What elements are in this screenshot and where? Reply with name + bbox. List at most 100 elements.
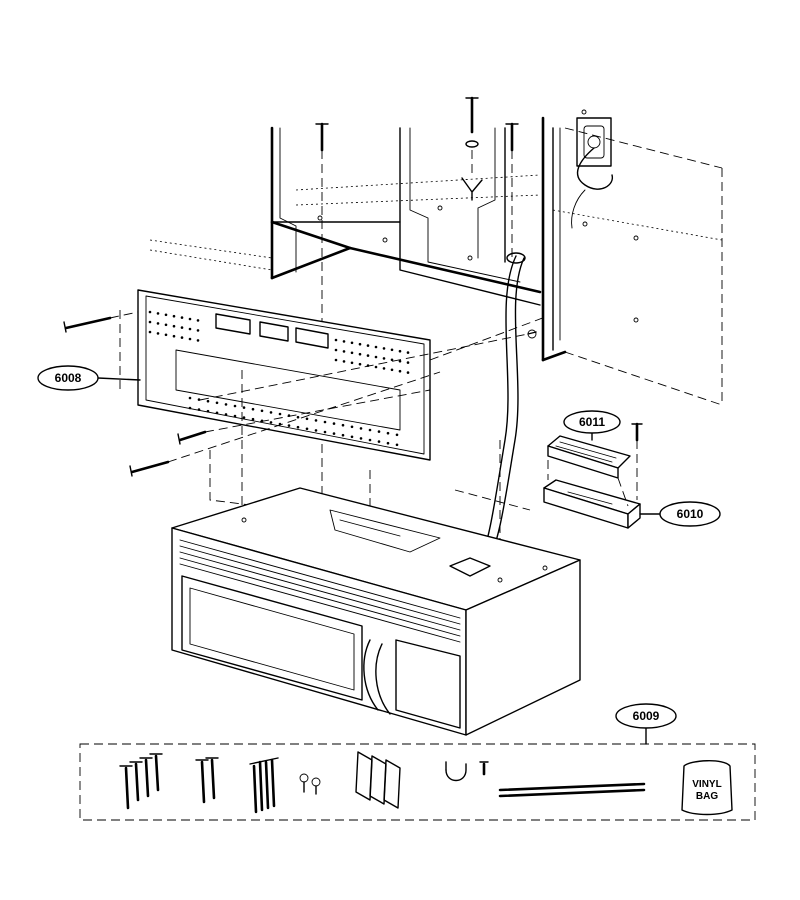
- plate-hole: [395, 443, 399, 447]
- plate-hole: [148, 330, 152, 334]
- plate-hole: [406, 371, 410, 374]
- plate-hole: [350, 435, 354, 439]
- plate-hole: [334, 358, 338, 362]
- plate-hole: [242, 406, 246, 409]
- plate-hole: [377, 430, 381, 433]
- plate-hole: [188, 396, 192, 400]
- plate-hole: [374, 365, 378, 369]
- plate-hole: [358, 362, 362, 366]
- plate-hole: [406, 361, 410, 364]
- plate-hole: [398, 369, 402, 373]
- plate-hole: [242, 416, 246, 419]
- plate-hole: [251, 407, 255, 411]
- plate-hole: [390, 368, 394, 372]
- plate-hole: [350, 351, 354, 355]
- plate-hole: [314, 419, 318, 422]
- plate-hole: [350, 341, 354, 345]
- plate-hole: [197, 408, 201, 411]
- plate-hole: [287, 424, 291, 427]
- plate-hole: [180, 336, 184, 339]
- plate-hole: [358, 352, 362, 356]
- power-cord: [477, 252, 526, 569]
- callout-6008-label: 6008: [55, 371, 82, 385]
- vinyl-bag-label-line2: BAG: [696, 791, 718, 802]
- plate-hole: [377, 440, 381, 443]
- plate-hole: [196, 329, 200, 332]
- callout-6010-label: 6010: [677, 507, 704, 521]
- microwave-oven: [171, 487, 581, 736]
- plate-hole: [368, 428, 372, 432]
- plate-hole: [251, 417, 255, 421]
- plate-hole: [342, 340, 346, 343]
- plate-hole: [390, 358, 394, 362]
- plate-hole: [350, 361, 354, 365]
- plate-hole: [188, 406, 192, 410]
- plate-hole: [314, 429, 318, 432]
- plate-hole: [164, 313, 168, 317]
- callout-6008: 6008: [37, 365, 141, 391]
- plate-hole: [269, 411, 273, 414]
- plate-hole: [305, 427, 309, 431]
- damper-assembly: [543, 422, 643, 529]
- plate-hole: [188, 317, 192, 321]
- plate-hole: [374, 355, 378, 359]
- plate-hole: [395, 433, 399, 437]
- plate-hole: [164, 333, 168, 337]
- plate-hole: [156, 322, 160, 325]
- plate-hole: [382, 347, 386, 350]
- plate-hole: [196, 319, 200, 322]
- plate-hole: [342, 360, 346, 363]
- plate-holes: [148, 310, 410, 447]
- plate-hole: [197, 398, 201, 401]
- callout-6009-label: 6009: [633, 709, 660, 723]
- plate-hole: [233, 404, 237, 408]
- plate-hole: [332, 422, 336, 425]
- plate-hole: [196, 339, 200, 342]
- plate-hole: [180, 316, 184, 319]
- plate-hole: [382, 367, 386, 370]
- plate-hole: [296, 415, 300, 419]
- plate-hole: [359, 427, 363, 430]
- plate-hole: [269, 421, 273, 424]
- mounting-plate: [137, 289, 431, 461]
- plate-hole: [341, 433, 345, 437]
- callout-6010: 6010: [639, 501, 721, 527]
- plate-hole: [206, 399, 210, 403]
- plate-hole: [156, 332, 160, 335]
- plate-hole: [233, 414, 237, 418]
- plate-hole: [323, 430, 327, 434]
- plate-hole: [366, 354, 370, 357]
- plate-hole: [215, 401, 219, 405]
- plate-hole: [332, 432, 336, 435]
- plate-hole: [359, 437, 363, 440]
- plate-hole: [206, 409, 210, 413]
- vinyl-bag-label-line1: VINYL: [692, 779, 721, 790]
- plate-hole: [390, 348, 394, 352]
- plate-hole: [148, 310, 152, 314]
- plate-hole: [188, 327, 192, 331]
- cabinet-screws: [315, 96, 519, 520]
- plate-hole: [296, 425, 300, 429]
- callout-6011-label: 6011: [579, 415, 605, 429]
- plate-hole: [224, 403, 228, 406]
- plate-hole: [148, 320, 152, 324]
- plate-hole: [260, 409, 264, 413]
- plate-hole: [358, 342, 362, 346]
- plate-hole: [334, 338, 338, 342]
- plate-hole: [305, 417, 309, 421]
- plate-hole: [368, 438, 372, 442]
- plate-hole: [188, 337, 192, 341]
- plate-hole: [156, 312, 160, 315]
- plate-hole: [398, 349, 402, 353]
- plate-hole: [172, 324, 176, 328]
- plate-hole: [215, 411, 219, 415]
- callout-6009: 6009: [615, 703, 677, 745]
- plate-hole: [366, 344, 370, 347]
- plate-hole: [350, 425, 354, 429]
- plate-hole: [334, 348, 338, 352]
- plate-hole: [323, 420, 327, 424]
- plate-screws: [63, 310, 549, 477]
- plate-hole: [382, 357, 386, 360]
